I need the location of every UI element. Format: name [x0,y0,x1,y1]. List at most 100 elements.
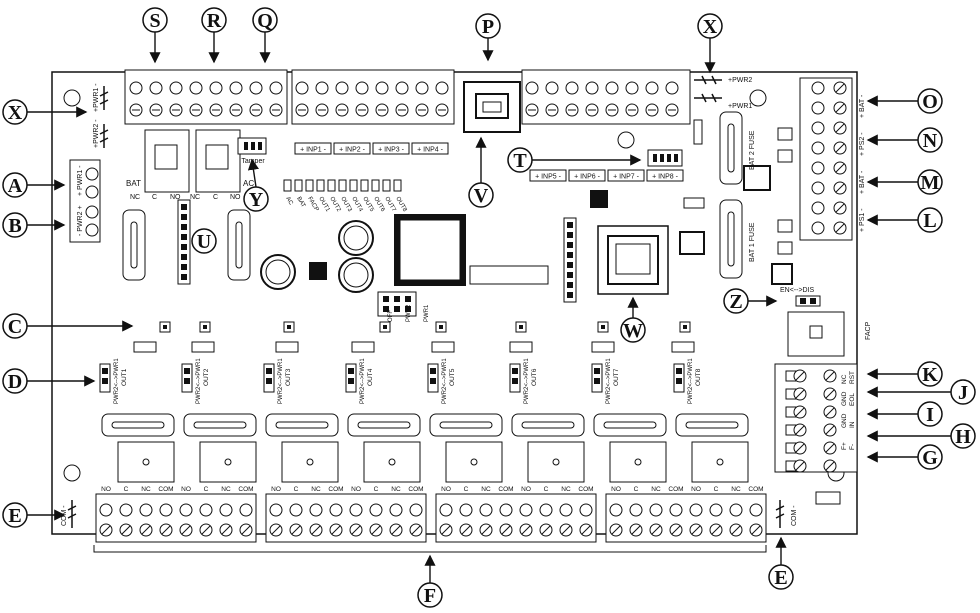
bottom-terminal-label: COM [158,486,173,493]
top-terminal-block-inputs [291,69,455,125]
terminal-pin [415,81,429,95]
callout-letter: Z [729,291,742,313]
bat-label: BAT [126,179,141,188]
bottom-terminal-label: COM [748,486,763,493]
terminal-pin [189,81,203,95]
terminal-pin [269,81,283,95]
bottom-terminal-block [435,493,597,543]
input-label: + INP2 - [339,147,366,154]
jumper-select-label: PWR2<-->PWR1 [442,358,448,404]
com-right-fuse [775,500,785,528]
relay-bat [144,129,190,193]
callout-circle [697,13,723,39]
ac-label: AC [243,179,254,188]
callout-p: P [475,13,501,62]
pwr-select-jumper [377,291,417,317]
pwr1-top-fuse [694,93,722,103]
header-pin [181,204,187,210]
relay-nc: NC [130,194,140,201]
callout-m: M [866,169,943,195]
callout-letter: E [8,505,21,527]
callout-circle [417,582,443,608]
bottom-terminal-label: C [294,486,299,493]
callout-letter: Y [249,189,264,211]
facp-terminal-label: GND [841,391,848,406]
input-label: + INP3 - [378,147,405,154]
output-label: OUT8 [695,368,702,386]
terminal-pin [395,81,409,95]
callout-f: F [417,554,443,608]
terminal-pin [811,121,825,135]
bottom-terminal-label: COM [578,486,593,493]
terminal-pin [375,81,389,95]
bottom-terminal-label: C [714,486,719,493]
ethernet-jack [597,225,669,295]
facp-terminal-label: EOL [849,393,856,406]
callout-circle [507,147,533,173]
status-led [360,179,369,192]
bottom-terminal-label: NO [351,486,361,493]
callout-circle [917,207,943,233]
bottom-terminal-label: NC [561,486,571,493]
terminal-pin [389,503,403,517]
terminal-pin [355,81,369,95]
terminal-pin [811,201,825,215]
callout-circle [252,7,278,33]
smd-part [693,119,703,145]
callout-letter: Q [257,10,273,32]
callout-letter: J [958,382,968,404]
callout-letter: H [955,426,971,448]
output-label: OUT5 [449,368,456,386]
terminal-pin [811,101,825,115]
right-terminal-label: + BAT - [859,170,866,194]
terminal-pin [439,503,453,517]
output-label: OUT7 [613,368,620,386]
jumper-select-label: PWR2<-->PWR1 [688,358,694,404]
status-led [327,179,336,192]
callout-letter: I [926,404,934,426]
callout-d: D [2,368,96,394]
bottom-terminal-label: C [464,486,469,493]
bottom-terminal-label: NC [651,486,661,493]
callout-y: Y [243,158,269,212]
callout-letter: G [922,447,938,469]
facp-terminal-block [774,363,858,473]
callout-letter: B [8,215,21,237]
callout-h: H [866,423,976,449]
bottom-terminal-label: C [204,486,209,493]
pwr2-fuse-symbol [99,124,109,148]
header-pin [567,292,573,298]
jumper-select-label: PWR2<-->PWR1 [196,358,202,404]
status-led [316,179,325,192]
callout-j: J [866,379,976,405]
callout-circle [620,317,646,343]
callout-w: W [620,296,646,343]
bottom-terminal-label: COM [328,486,343,493]
bottom-terminal-label: NO [101,486,111,493]
facp-label: FACP [865,321,872,340]
bottom-terminal-label: COM [408,486,423,493]
terminal-pin [645,81,659,95]
bottom-terminal-label: COM [238,486,253,493]
callout-circle [243,186,269,212]
capacitor [260,220,374,293]
callout-circle [917,444,943,470]
smd-part [351,341,375,353]
terminal-pin [409,503,423,517]
terminal-pin [199,503,213,517]
bottom-terminal-label: NC [391,486,401,493]
terminal-pin [315,81,329,95]
smd-part [591,341,615,353]
callout-circle [768,564,794,590]
smd-part [777,149,793,163]
callout-circle [2,99,28,125]
status-led [349,179,358,192]
status-led [338,179,347,192]
header-pin [181,264,187,270]
com-right-label: COM - [791,505,798,526]
jumper-select-label: PWR2<-->PWR1 [524,358,530,404]
smd-part [431,341,455,353]
callout-letter: C [8,316,22,338]
bottom-terminal-label: NO [441,486,451,493]
